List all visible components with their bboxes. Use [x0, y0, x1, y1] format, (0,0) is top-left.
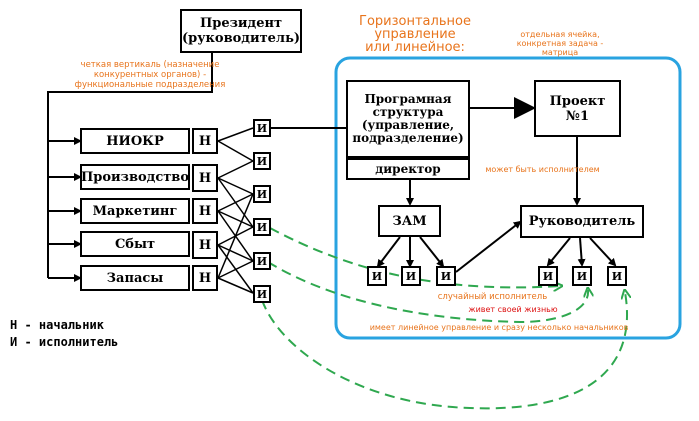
dashed-paths	[261, 227, 627, 410]
horizontal-frame	[334, 56, 682, 340]
exec-box-6: И	[253, 285, 271, 303]
horizontal-title: Горизонтальное управление или линейное:	[359, 14, 471, 55]
random-executor-note: случайный исполнитель	[437, 292, 548, 302]
arrow-manager-exec1	[546, 237, 571, 267]
exec-box-3: И	[253, 185, 271, 203]
arrow-exec-manager	[455, 220, 522, 273]
arrow-deputy-exec3	[419, 236, 445, 268]
program-structure-box: Програмная структура (управление, подраз…	[346, 80, 470, 158]
president-link	[47, 52, 213, 278]
exec-box-1: И	[253, 119, 271, 137]
head-box-5: Н	[192, 265, 218, 291]
exec-box-4: И	[253, 218, 271, 236]
dept-niokr: НИОКР	[80, 128, 190, 154]
president-box: Президент (руководитель)	[180, 9, 302, 53]
head-box-1: Н	[192, 128, 218, 154]
manager-exec-1: И	[538, 266, 558, 286]
arrow-deputy-exec1	[376, 236, 401, 268]
arrow-manager-exec2	[577, 237, 586, 267]
deputy-exec-3: И	[436, 266, 456, 286]
deputy-exec-1: И	[367, 266, 387, 286]
dept-stock: Запасы	[80, 265, 190, 291]
lives-own-life-note: живет своей жизнью	[468, 305, 558, 314]
head-box-2: Н	[192, 164, 218, 192]
dept-sales: Сбыт	[80, 231, 190, 257]
head-box-3: Н	[192, 198, 218, 224]
director-box: директор	[346, 158, 470, 180]
exec-box-5: И	[253, 252, 271, 270]
dept-production: Производство	[80, 164, 190, 190]
can-be-executor-note: может быть исполнителем	[485, 165, 600, 174]
vertical-note: четкая вертикаль (назначение конкурентны…	[74, 60, 226, 90]
deputy-exec-2: И	[401, 266, 421, 286]
deputy-box: ЗАМ	[378, 205, 441, 237]
manager-exec-2: И	[572, 266, 592, 286]
manager-box: Руководитель	[520, 205, 644, 238]
head-executor-links	[217, 127, 254, 294]
legend-head: Н - начальник	[10, 318, 104, 332]
exec-box-2: И	[253, 152, 271, 170]
legend-executor: И - исполнитель	[10, 335, 119, 349]
linear-note: имеет линейное управление и сразу нескол…	[369, 323, 629, 332]
matrix-note: отдельная ячейка, конкретная задача - ма…	[516, 30, 604, 57]
manager-exec-3: И	[607, 266, 627, 286]
project-box: Проект №1	[534, 80, 621, 137]
head-box-4: Н	[192, 231, 218, 259]
arrow-manager-exec3	[589, 237, 617, 267]
dept-marketing: Маркетинг	[80, 198, 190, 224]
